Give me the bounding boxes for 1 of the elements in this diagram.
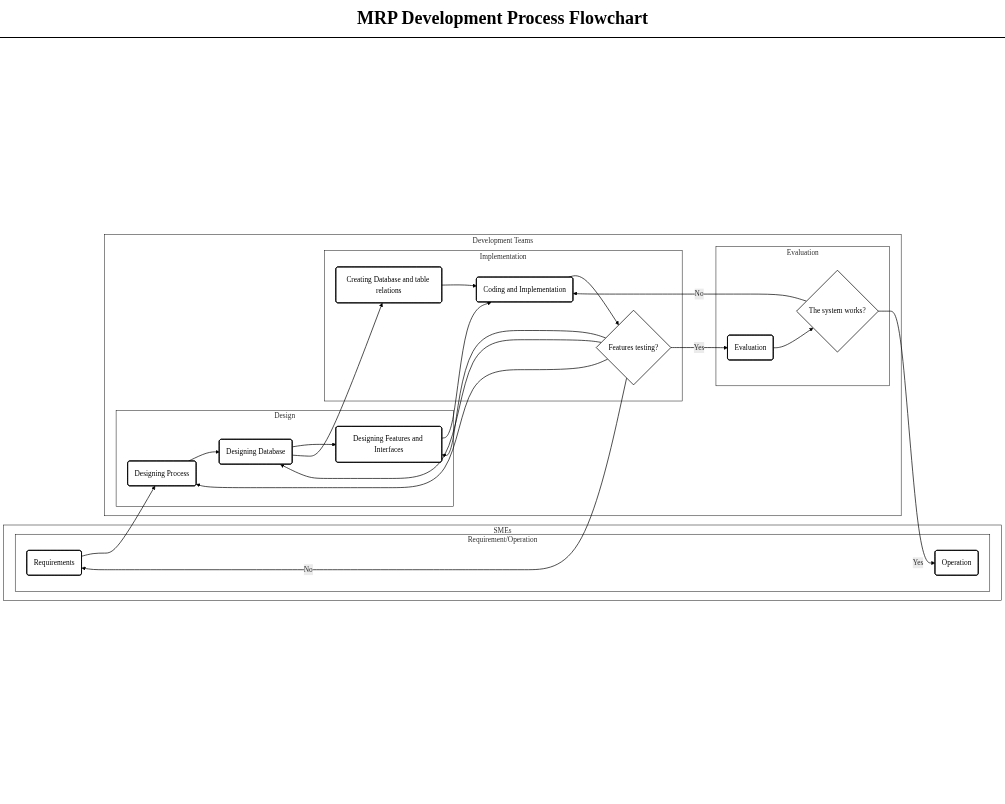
diagram-title: MRP Development Process Flowchart: [0, 0, 1005, 38]
